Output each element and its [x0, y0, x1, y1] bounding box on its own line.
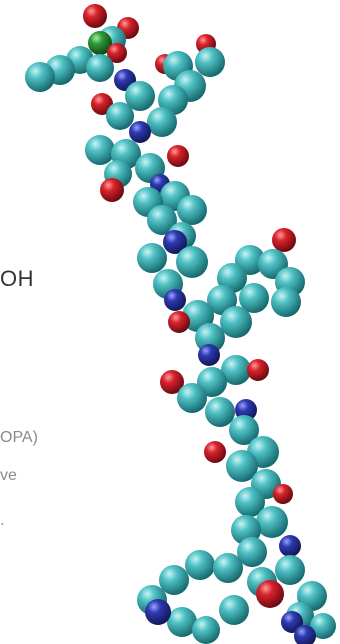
- atom-spheres: [25, 4, 336, 644]
- caption-text-fragment: ve: [0, 467, 17, 484]
- carbon-atom-58: [229, 415, 259, 445]
- nitrogen-atom-81: [145, 599, 171, 625]
- carbon-atom-42: [239, 283, 269, 313]
- oxygen-atom-74: [256, 580, 284, 608]
- green-atom-3: [88, 31, 112, 55]
- oxygen-atom-4: [107, 43, 127, 63]
- carbon-atom-35: [137, 243, 167, 273]
- carbon-atom-82: [192, 616, 220, 644]
- carbon-atom-63: [235, 487, 265, 517]
- carbon-atom-19: [147, 107, 177, 137]
- nitrogen-atom-84: [294, 625, 316, 644]
- carbon-atom-55: [177, 383, 207, 413]
- oxygen-atom-54: [160, 370, 184, 394]
- carbon-atom-80: [167, 607, 197, 637]
- oxygen-atom-64: [273, 484, 293, 504]
- carbon-atom-69: [185, 550, 215, 580]
- carbon-atom-31: [147, 205, 177, 235]
- carbon-atom-51: [221, 355, 251, 385]
- carbon-atom-83: [310, 613, 336, 639]
- nitrogen-atom-50: [198, 344, 220, 366]
- carbon-atom-61: [226, 450, 258, 482]
- oxygen-atom-59: [204, 441, 226, 463]
- carbon-atom-57: [205, 397, 235, 427]
- carbon-atom-18: [106, 102, 134, 130]
- oxygen-atom-23: [167, 145, 189, 167]
- nitrogen-atom-79: [281, 611, 303, 633]
- carbon-atom-65: [256, 506, 288, 538]
- carbon-atom-53: [197, 367, 227, 397]
- dopa-text-fragment: OPA): [0, 429, 38, 446]
- nitrogen-atom-33: [163, 230, 187, 254]
- carbon-atom-30: [177, 195, 207, 225]
- carbon-atom-15: [125, 81, 155, 111]
- carbon-atom-71: [159, 565, 189, 595]
- carbon-atom-21: [85, 135, 115, 165]
- carbon-atom-7: [25, 62, 55, 92]
- carbon-atom-12: [195, 47, 225, 77]
- oxygen-atom-52: [247, 359, 269, 381]
- nitrogen-atom-45: [164, 289, 186, 311]
- oxygen-atom-27: [100, 178, 124, 202]
- carbon-atom-44: [271, 287, 301, 317]
- oxygen-atom-0: [83, 4, 107, 28]
- nitrogen-atom-20: [129, 121, 151, 143]
- period-text-fragment: .: [0, 512, 5, 529]
- carbon-atom-36: [176, 246, 208, 278]
- oxygen-atom-34: [272, 228, 296, 252]
- carbon-atom-70: [213, 553, 243, 583]
- carbon-atom-8: [86, 54, 114, 82]
- oxygen-atom-47: [168, 311, 190, 333]
- formula-text-fragment: OH: [0, 266, 34, 291]
- carbon-atom-49: [195, 323, 225, 353]
- carbon-atom-48: [220, 306, 252, 338]
- carbon-atom-77: [219, 595, 249, 625]
- nitrogen-atom-67: [279, 535, 301, 557]
- carbon-atom-72: [275, 555, 305, 585]
- oxygen-atom-17: [91, 93, 113, 115]
- carbon-atom-68: [237, 537, 267, 567]
